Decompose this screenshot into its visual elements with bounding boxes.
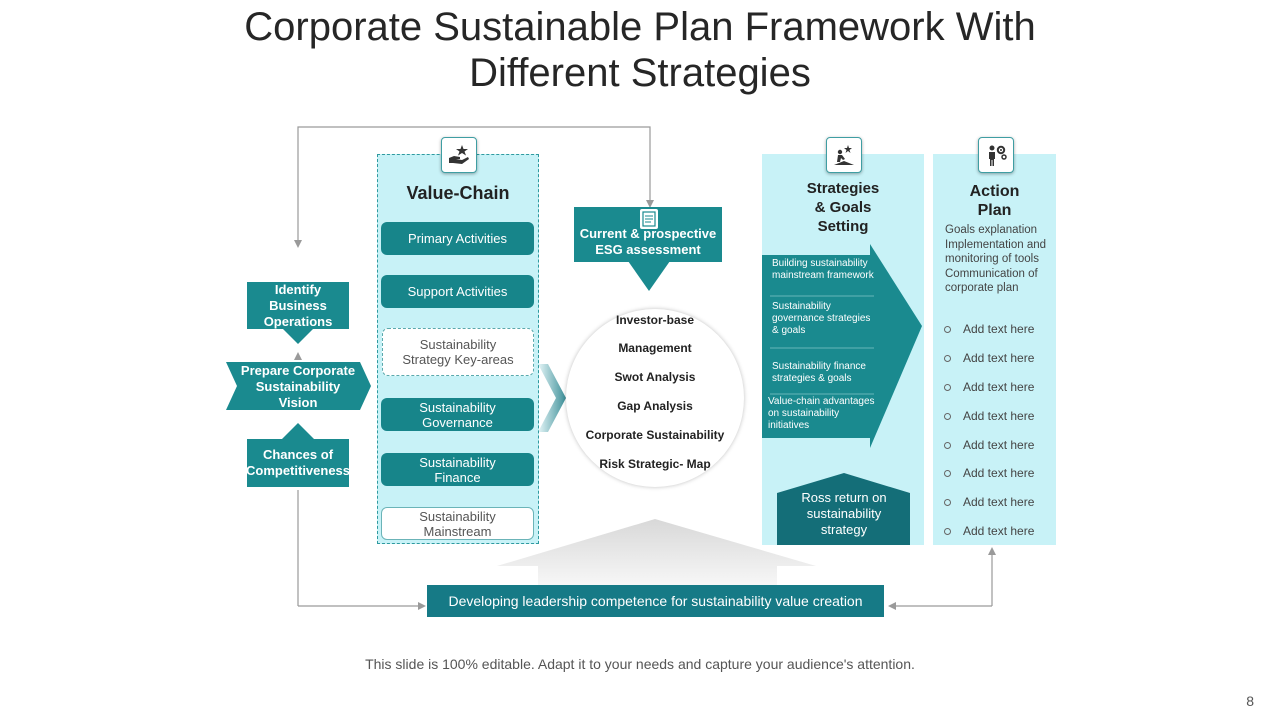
- value-chain-item-support: Support Activities: [381, 275, 534, 308]
- leadership-bar: Developing leadership competence for sus…: [427, 585, 884, 617]
- strategies-arrow-shape: [762, 244, 922, 448]
- climber-flag-icon: [834, 145, 854, 165]
- action-bullet: Add text here: [944, 524, 1034, 538]
- action-bullet: Add text here: [944, 409, 1034, 423]
- arrowhead-right-bottom: [418, 602, 426, 610]
- document-icon: [642, 211, 656, 227]
- identify-box-pointer: [282, 328, 314, 344]
- chances-competitiveness-box: Chances of Competitiveness: [246, 439, 350, 487]
- arrowhead-up-action: [988, 547, 996, 555]
- action-plan-heading: Action Plan: [969, 183, 1020, 219]
- action-bullet: Add text here: [944, 495, 1034, 509]
- circle-item-swot: Swot Analysis: [614, 370, 696, 384]
- action-bullet: Add text here: [944, 351, 1034, 365]
- ross-box-shape: [777, 473, 910, 545]
- value-chain-icon-box: [441, 137, 477, 173]
- value-chain-item-primary: Primary Activities: [381, 222, 534, 255]
- ross-return-label: Ross return on sustainability strategy: [801, 490, 887, 537]
- value-chain-item-finance: Sustainability Finance: [381, 453, 534, 486]
- identify-business-box: Identify Business Operations: [247, 282, 349, 329]
- action-bullet: Add text here: [944, 322, 1034, 336]
- strategy-item-1: Building sustainability mainstream frame…: [772, 258, 874, 281]
- action-plan-panel: [933, 154, 1056, 545]
- chevron-right-icon: [538, 364, 566, 432]
- esg-down-arrow: [628, 261, 670, 291]
- arrowhead-left-bottom: [888, 602, 896, 610]
- circle-item-risk-map: Risk Strategic- Map: [599, 457, 711, 471]
- strategy-item-4: Value-chain advantages on sustainability…: [768, 396, 875, 431]
- value-chain-item-key-areas: Sustainability Strategy Key-areas: [382, 328, 534, 376]
- strategy-item-2: Sustainability governance strategies & g…: [772, 301, 871, 336]
- action-bullet: Add text here: [944, 466, 1034, 480]
- analysis-circle: Investor-base Management Swot Analysis G…: [566, 309, 744, 487]
- value-chain-item-mainstream: Sustainability Mainstream: [381, 507, 534, 540]
- circle-item-corporate-sustainability: Corporate Sustainability: [585, 428, 725, 442]
- page-number: 8: [1246, 693, 1254, 709]
- vision-label: Prepare Corporate Sustainability Vision: [240, 363, 356, 410]
- person-gear-icon: [989, 145, 1007, 166]
- vision-banner-shape: [226, 362, 371, 410]
- action-plan-text: Goals explanation Implementation and mon…: [945, 224, 1047, 294]
- strategies-heading: Strategies & Goals Setting: [806, 179, 880, 235]
- strategies-icon-box: [826, 137, 862, 173]
- arrowhead-down-esg: [646, 200, 654, 208]
- arrowhead-down-left: [294, 240, 302, 248]
- strategy-item-3: Sustainability finance strategies & goal…: [772, 361, 866, 384]
- arrowhead-up-vision: [294, 352, 302, 360]
- circle-item-gap: Gap Analysis: [617, 399, 693, 413]
- value-chain-item-governance: Sustainability Governance: [381, 398, 534, 431]
- circle-item-investor-base: Investor-base: [615, 313, 695, 327]
- slide-title: Corporate Sustainable Plan Framework Wit…: [244, 5, 1036, 95]
- circle-item-management: Management: [618, 341, 692, 355]
- action-bullet: Add text here: [944, 380, 1034, 394]
- value-chain-heading: Value-Chain: [406, 183, 510, 203]
- action-bullet: Add text here: [944, 438, 1034, 452]
- hand-star-icon: [449, 145, 469, 164]
- footer-note: This slide is 100% editable. Adapt it to…: [365, 656, 915, 672]
- esg-icon-box: [640, 209, 658, 229]
- action-plan-icon-box: [978, 137, 1014, 173]
- chances-box-pointer: [282, 423, 314, 439]
- up-arrow-shape: [497, 519, 816, 586]
